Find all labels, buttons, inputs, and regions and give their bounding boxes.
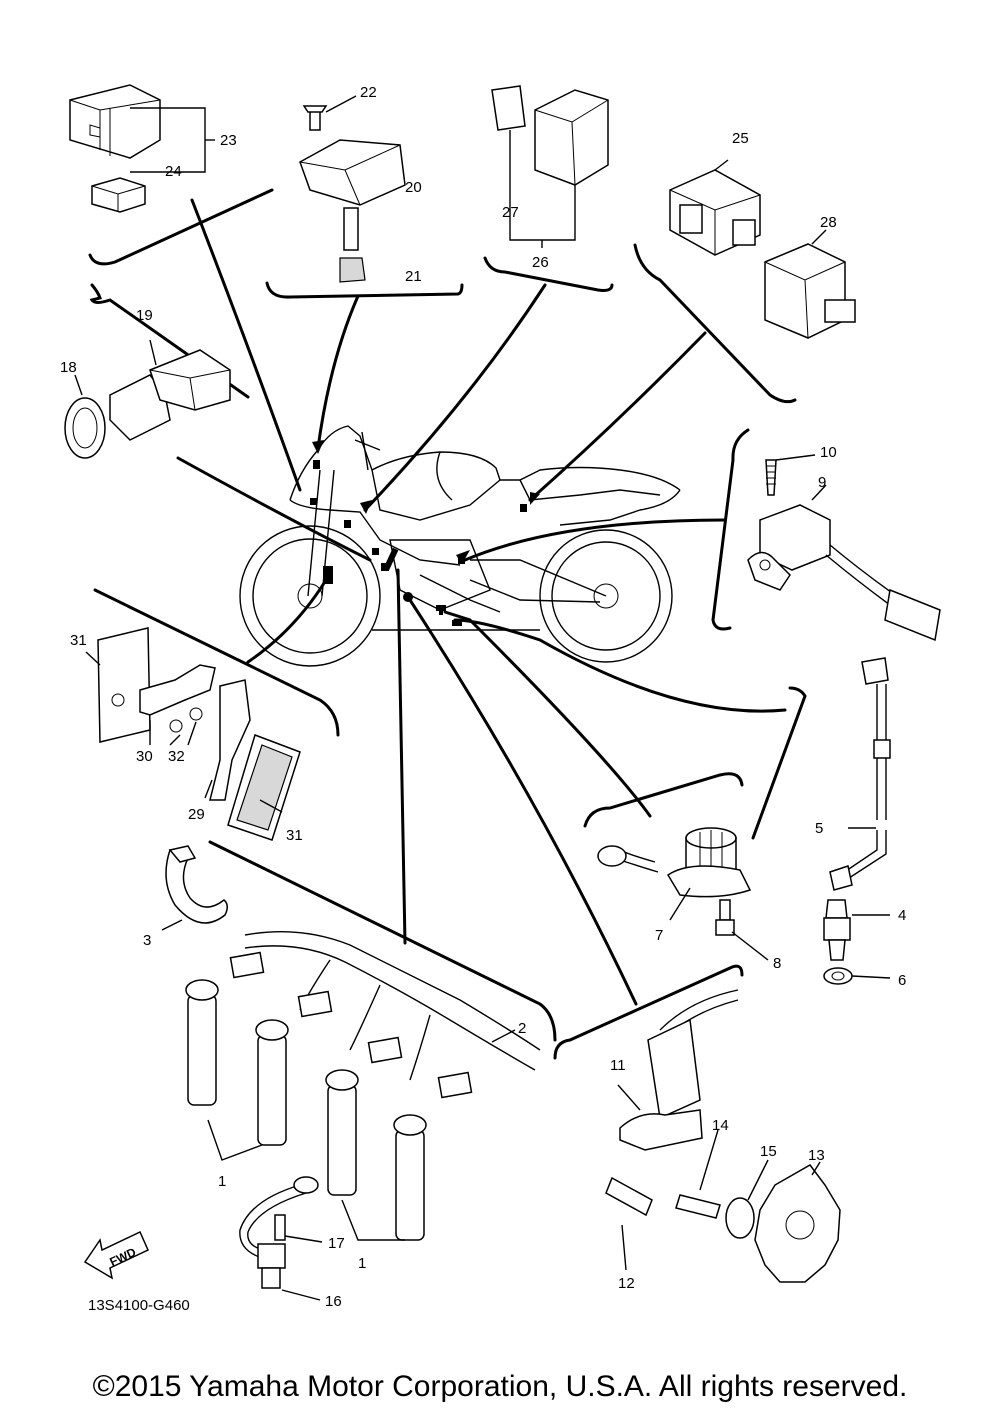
part-7-8-speed-sensor <box>597 827 769 961</box>
callout-labels: 1 1 2 3 4 5 6 7 8 9 10 11 12 13 14 15 16… <box>60 84 906 1310</box>
copyright-notice: ©2015 Yamaha Motor Corporation, U.S.A. A… <box>92 1370 908 1403</box>
fwd-arrow-icon <box>83 1230 149 1280</box>
callout-3: 3 <box>143 932 151 949</box>
callout-1b: 1 <box>358 1255 366 1272</box>
part-26-27-relays <box>491 85 609 248</box>
callout-13: 13 <box>808 1147 825 1164</box>
part-20-21-22-pressure-sensor <box>299 95 406 283</box>
callout-4: 4 <box>898 907 906 924</box>
callout-31a: 31 <box>70 632 87 649</box>
callout-27: 27 <box>502 204 519 221</box>
part-2-wire-harness <box>229 930 541 1099</box>
part-28-relay <box>764 229 856 339</box>
callout-30: 30 <box>136 748 153 765</box>
callout-24: 24 <box>165 163 182 180</box>
part-18-19-temp-sensor <box>64 339 231 459</box>
part-16-17-sensor <box>239 1176 323 1301</box>
callout-21: 21 <box>405 268 422 285</box>
callout-22: 22 <box>360 84 377 101</box>
callout-18: 18 <box>60 359 77 376</box>
callout-16: 16 <box>325 1293 342 1310</box>
callout-1a: 1 <box>218 1173 226 1190</box>
callout-2: 2 <box>518 1020 526 1037</box>
callout-17: 17 <box>328 1235 345 1252</box>
part-23-24-connectors <box>69 84 215 213</box>
group-brackets <box>88 188 807 1060</box>
callout-32: 32 <box>168 748 185 765</box>
callout-11: 11 <box>610 1057 626 1074</box>
callout-28: 28 <box>820 214 837 231</box>
part-25-ecu <box>669 159 761 256</box>
diagram-code: 13S4100-G460 <box>88 1297 190 1314</box>
callout-25: 25 <box>732 130 749 147</box>
part-1-ignition-coils <box>185 979 427 1241</box>
callout-14: 14 <box>712 1117 729 1134</box>
part-29-32-reflectors <box>85 627 301 841</box>
callout-7: 7 <box>655 927 663 944</box>
motorcycle-illustration <box>239 425 681 667</box>
callout-10: 10 <box>820 444 837 461</box>
callout-31b: 31 <box>286 827 303 844</box>
callout-20: 20 <box>405 179 422 196</box>
callout-12: 12 <box>618 1275 635 1292</box>
callout-15: 15 <box>760 1143 777 1160</box>
leader-lines <box>176 198 787 1006</box>
part-4-5-6-sensor-cable <box>823 657 891 985</box>
part-11-15-pickup-rotor <box>605 989 841 1283</box>
callout-23: 23 <box>220 132 237 149</box>
callout-6: 6 <box>898 972 906 989</box>
callout-5: 5 <box>815 820 823 837</box>
callout-29: 29 <box>188 806 205 823</box>
callout-26: 26 <box>532 254 549 271</box>
part-3-clamp <box>161 845 228 931</box>
callout-8: 8 <box>773 955 781 972</box>
callout-19: 19 <box>136 307 153 324</box>
part-9-10-sensor <box>747 454 941 642</box>
callout-9: 9 <box>818 474 826 491</box>
